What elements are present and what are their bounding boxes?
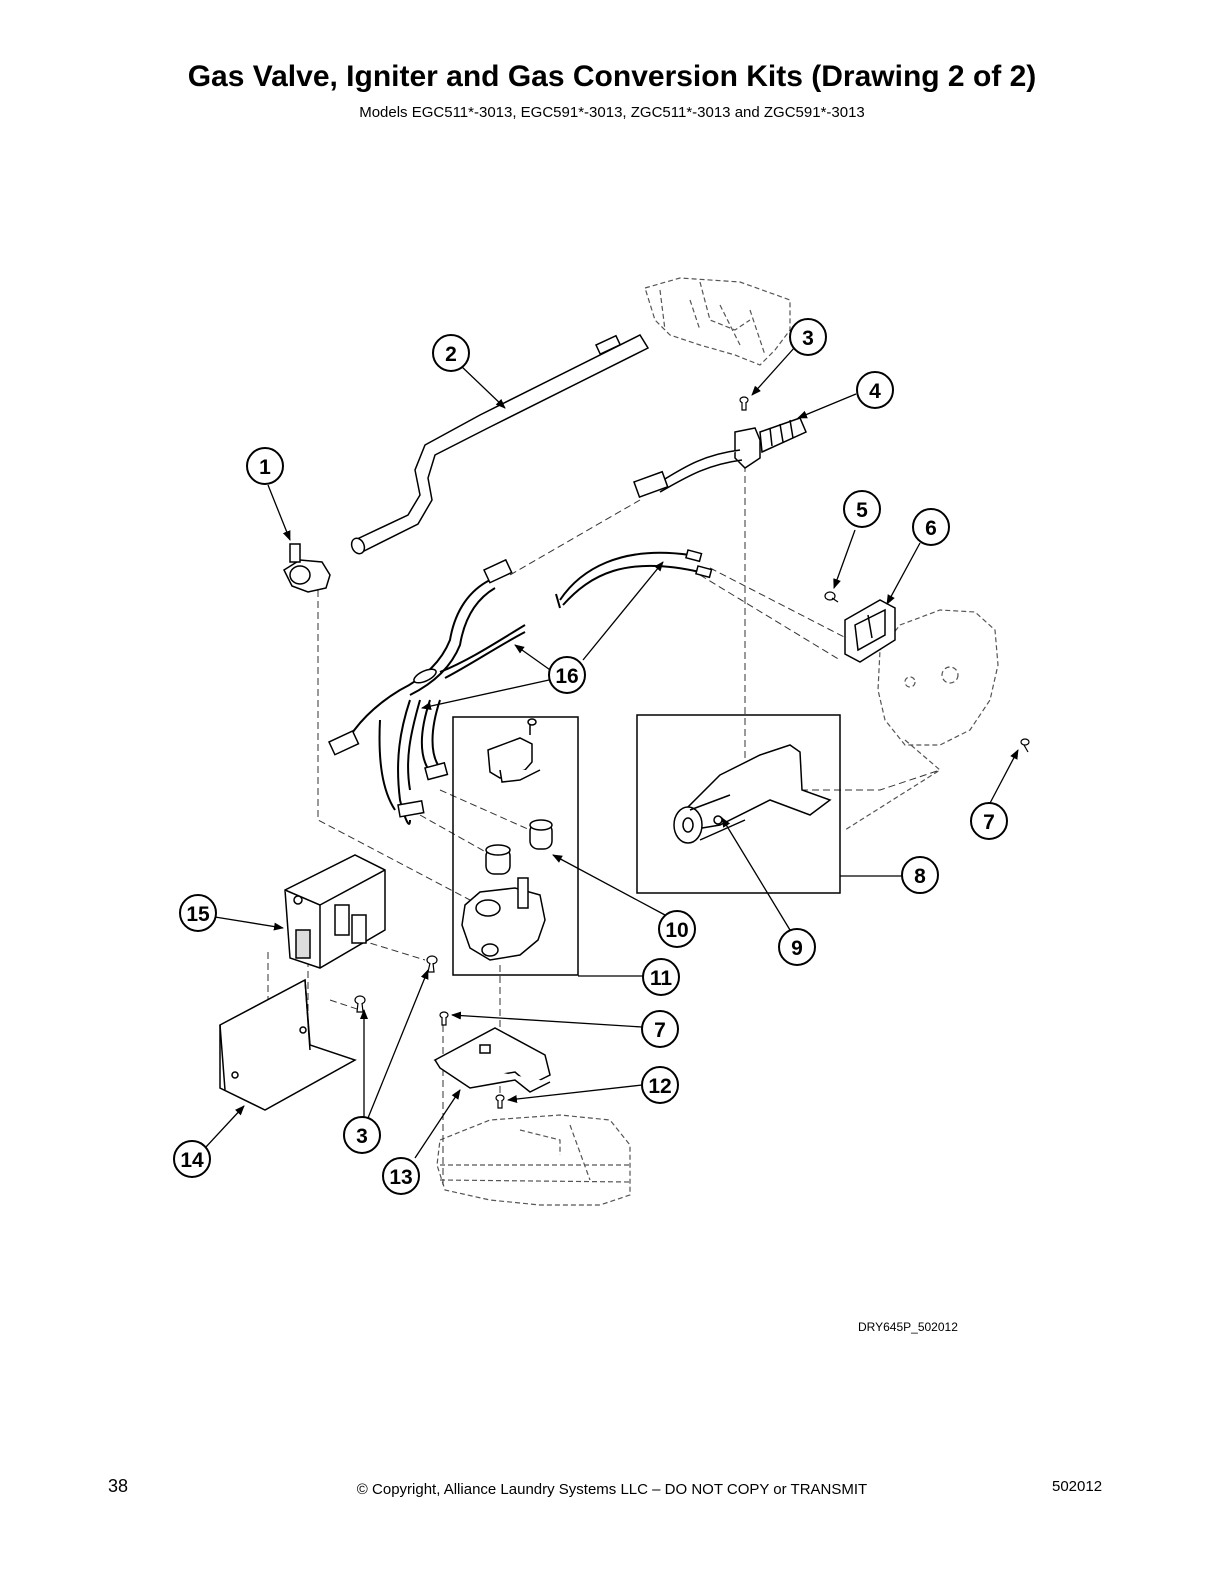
callout-label: 8 (914, 865, 926, 888)
bracket-part-6 (844, 599, 896, 663)
callout-1: 1 (246, 447, 284, 485)
callout-leaders (204, 346, 1019, 1159)
harness-connectors (328, 549, 713, 818)
page-title: Gas Valve, Igniter and Gas Conversion Ki… (187, 60, 1037, 93)
callout-9: 9 (778, 928, 816, 966)
page-subtitle: Models EGC511*-3013, EGC591*-3013, ZGC51… (359, 104, 865, 121)
gas-pipe-part (350, 334, 650, 555)
callout-label: 1 (259, 456, 271, 479)
callout-label: 3 (802, 327, 814, 350)
valve-kit-box (452, 716, 579, 976)
mounting-bracket-part-14 (219, 978, 357, 1111)
plate-part-13 (433, 1027, 551, 1093)
reference-outline-burner-tube (844, 609, 999, 831)
callout-3-bottom: 3 (343, 1116, 381, 1154)
callout-10: 10 (658, 910, 696, 948)
callout-label: 2 (445, 343, 457, 366)
callout-6: 6 (912, 508, 950, 546)
callout-label: 3 (356, 1125, 368, 1148)
reference-outline-base-pan (436, 1114, 631, 1206)
screw-part-5 (824, 591, 839, 603)
callout-label: 4 (869, 380, 881, 403)
igniter-part (633, 417, 807, 498)
callout-13: 13 (382, 1157, 420, 1195)
elbow-fitting-part (283, 543, 331, 593)
callout-7-center: 7 (641, 1010, 679, 1048)
callout-label: 15 (186, 903, 210, 926)
callout-14: 14 (173, 1140, 211, 1178)
callout-15: 15 (179, 894, 217, 932)
callout-11: 11 (642, 958, 680, 996)
copyright-notice: © Copyright, Alliance Laundry Systems LL… (356, 1481, 868, 1498)
igniter-kit-box (636, 714, 841, 894)
callout-label: 9 (791, 937, 803, 960)
reference-outline-burner-bracket (644, 277, 791, 366)
page-number: 38 (108, 1476, 129, 1496)
document-number: 502012 (1052, 1478, 1103, 1495)
callout-7-right: 7 (970, 802, 1008, 840)
ignition-module-part (284, 854, 386, 969)
callout-5: 5 (843, 490, 881, 528)
callout-label: 6 (925, 517, 937, 540)
callout-label: 12 (648, 1075, 671, 1098)
callout-label: 5 (856, 499, 868, 522)
callout-12: 12 (641, 1066, 679, 1104)
callout-label: 7 (983, 811, 995, 834)
callout-3-top: 3 (789, 318, 827, 356)
wire-harness-part (344, 551, 701, 825)
callout-2: 2 (432, 334, 470, 372)
screw-part-top (739, 396, 749, 411)
gas-valve-part (461, 718, 553, 961)
callout-label: 16 (555, 665, 578, 688)
callout-label: 7 (654, 1019, 666, 1042)
callout-label: 11 (650, 967, 673, 990)
callout-8: 8 (901, 856, 939, 894)
drawing-code: DRY645P_502012 (858, 1320, 958, 1334)
callout-label: 13 (389, 1166, 412, 1189)
burner-bracket-part (673, 744, 832, 844)
callout-label: 14 (180, 1149, 204, 1172)
callout-16: 16 (548, 656, 586, 694)
callout-4: 4 (856, 371, 894, 409)
callout-label: 10 (665, 919, 688, 942)
